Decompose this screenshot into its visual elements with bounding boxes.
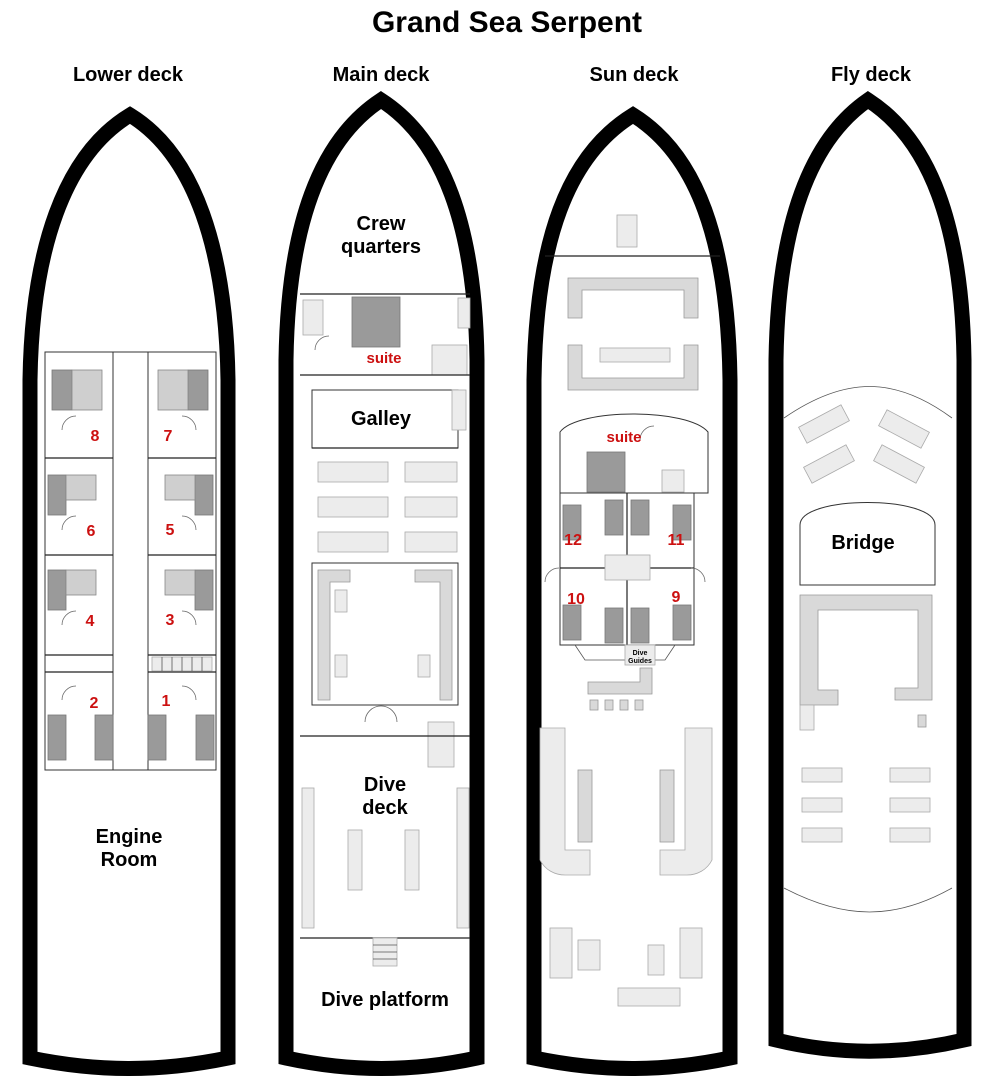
page-title: Grand Sea Serpent: [372, 6, 642, 39]
bridge-room: [799, 502, 936, 586]
cabin-number: 9: [672, 589, 681, 606]
suite-bed: [351, 296, 401, 348]
lower-corridor: [112, 351, 149, 771]
dive-guides-label: Dive: [633, 650, 648, 657]
deck-heading-main: Main deck: [333, 64, 431, 86]
galley-room: [311, 389, 459, 449]
deck-heading-sun: Sun deck: [590, 64, 680, 86]
cabin-number: 5: [166, 522, 175, 539]
saloon: [311, 562, 459, 706]
cabin-number: 7: [164, 428, 173, 445]
sun-suite: [559, 413, 709, 494]
dive-deck-label: deck: [362, 797, 408, 819]
fly-deck: Bridge: [768, 90, 972, 1059]
engine-room-label: Engine: [96, 826, 163, 848]
dive-guides-label: Guides: [628, 658, 652, 665]
crew-quarters-label: Crew: [357, 213, 406, 235]
crew-quarters-label: quarters: [341, 236, 421, 258]
main-suite-label: suite: [366, 350, 401, 367]
sun-deck: suite 12 11 10 9 Dive Guides: [526, 106, 738, 1076]
cabin-number: 1: [162, 693, 171, 710]
bridge-label: Bridge: [831, 532, 894, 554]
galley-label: Galley: [351, 408, 412, 430]
cabin-number: 8: [91, 428, 100, 445]
cabin-number: 3: [166, 612, 175, 629]
cabin-number: 6: [87, 523, 96, 540]
main-deck: Crew quarters suite Galley Dive deck Div…: [278, 91, 485, 1076]
dive-deck-label: Dive: [364, 774, 406, 796]
sun-suite-label: suite: [606, 429, 641, 446]
engine-room-label: Room: [101, 849, 158, 871]
dive-platform-label: Dive platform: [321, 989, 449, 1011]
cabin-number: 12: [564, 532, 582, 549]
cabin-number: 10: [567, 591, 585, 608]
lower-deck: 8 7 6 5 4 3 2 1 Engine Room: [22, 106, 236, 1076]
cabin-number: 2: [90, 695, 99, 712]
deck-heading-lower: Lower deck: [73, 64, 184, 86]
cabin-number: 4: [86, 613, 95, 630]
deck-heading-fly: Fly deck: [831, 64, 912, 86]
cabin-number: 11: [668, 532, 685, 549]
